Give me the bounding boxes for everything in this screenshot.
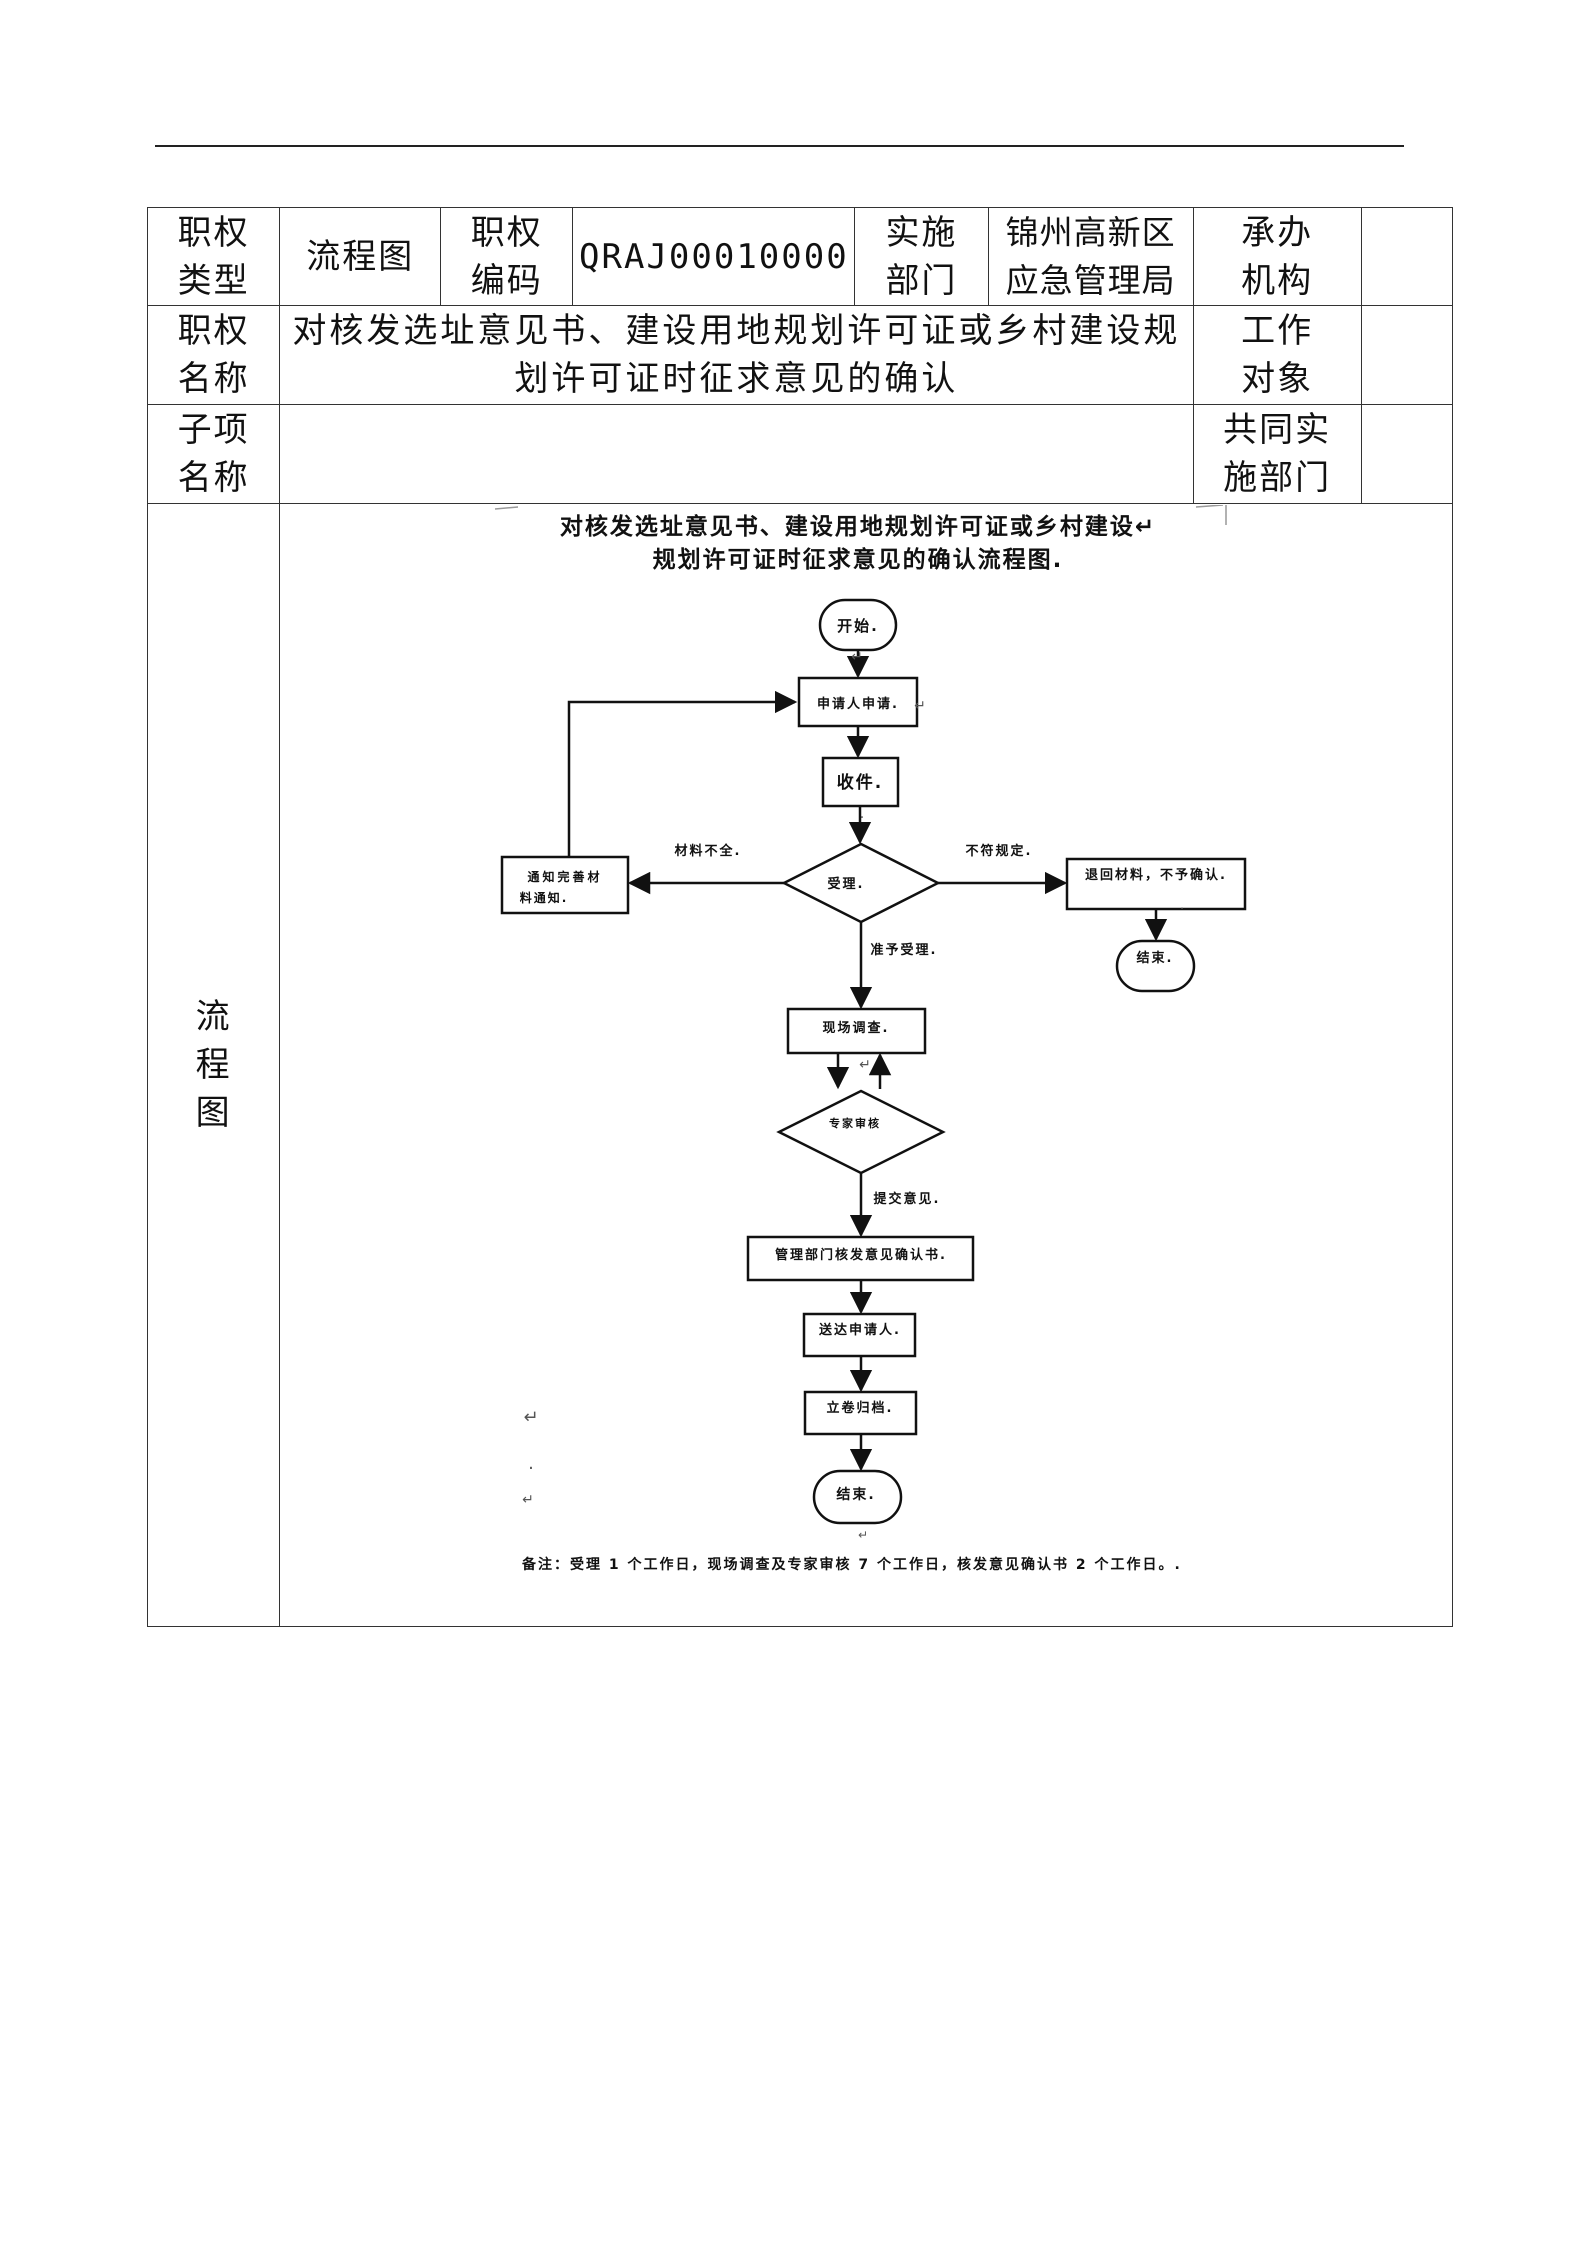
- authority-info-table: 职权类型 流程图 职权编码 QRAJ00010000 实施部门 锦州高新区应急管…: [146, 207, 1454, 1627]
- survey-label: 现场调查.: [823, 1020, 890, 1036]
- flowchart-title-line2: 规划许可证时征求意见的确认流程图.: [653, 546, 1064, 573]
- target-value: [1360, 305, 1454, 405]
- deliver-label: 送达申请人.: [818, 1322, 901, 1338]
- stray-mark: ↵: [858, 1528, 870, 1542]
- deliver-applicant-node: [802, 1312, 917, 1357]
- stray-mark: ↵: [851, 649, 865, 665]
- title-corner-left: [495, 505, 519, 510]
- edge-label-noncompliant: 不符规定.: [966, 843, 1033, 859]
- stray-mark: ↵: [524, 1407, 541, 1428]
- receive-label: 收件.: [837, 772, 883, 793]
- stray-mark: ↵: [914, 698, 928, 714]
- stray-mark: .: [528, 1453, 536, 1474]
- return-material-node: [1065, 857, 1247, 910]
- name-label: 职权名称: [146, 305, 281, 405]
- stray-mark: ↵: [522, 1492, 536, 1508]
- type-label: 职权类型: [146, 207, 281, 306]
- notify-label-2: 料通知.: [520, 890, 569, 905]
- dept-value: 锦州高新区应急管理局: [987, 207, 1194, 306]
- table-row: 职权类型 流程图 职权编码 QRAJ00010000 实施部门 锦州高新区应急管…: [146, 207, 1454, 306]
- header-rule: [155, 145, 1404, 147]
- archive-label: 立卷归档.: [827, 1400, 894, 1416]
- edge-label-incomplete: 材料不全.: [675, 843, 742, 859]
- return-label: 退回材料，不予确认.: [1085, 867, 1227, 883]
- flowchart-note: 备注：受理 1 个工作日，现场调查及专家审核 7 个工作日，核发意见确认书 2 …: [521, 1556, 1182, 1573]
- edge-label-submit: 提交意见.: [874, 1191, 941, 1207]
- notify-supplement-node: [500, 855, 630, 914]
- notify-label-1: 通知完善材: [528, 869, 603, 884]
- flowchart-title-line1: 对核发选址意见书、建设用地规划许可证或乡村建设↵: [560, 513, 1156, 540]
- org-label: 承办机构: [1192, 207, 1362, 306]
- type-value: 流程图: [279, 207, 442, 306]
- table-row: 流程图: [146, 503, 1453, 1627]
- name-value: 对核发选址意见书、建设用地规划许可证或乡村建设规划许可证时征求意见的确认: [279, 305, 1194, 405]
- title-corner-right: [1196, 504, 1224, 508]
- co-label: 共同实施部门: [1192, 404, 1362, 504]
- flowchart-cell: 对核发选址意见书、建设用地规划许可证或乡村建设↵ 规划许可证时征求意见的确认流程…: [279, 503, 1453, 1627]
- site-survey-node: [786, 1007, 927, 1054]
- edge-label-accepted: 准予受理.: [871, 942, 938, 958]
- code-label: 职权编码: [440, 207, 574, 306]
- dept-label: 实施部门: [854, 207, 989, 306]
- sub-label: 子项名称: [146, 404, 281, 504]
- expert-review-node: [776, 1089, 947, 1174]
- expert-label: 专家审核: [829, 1116, 881, 1130]
- start-label: 开始.: [837, 617, 879, 635]
- sub-value: [279, 404, 1194, 504]
- stray-mark: .: [1180, 898, 1186, 912]
- end-label: 结束.: [837, 1486, 876, 1503]
- target-label: 工作对象: [1192, 305, 1362, 405]
- end-reject-node: [1115, 939, 1196, 992]
- apply-label: 申请人申请.: [817, 696, 899, 712]
- accept-label: 受理.: [828, 876, 865, 892]
- flowchart-diagram: 对核发选址意见书、建设用地规划许可证或乡村建设↵ 规划许可证时征求意见的确认流程…: [495, 504, 1247, 1573]
- code-value: QRAJ00010000: [572, 207, 856, 306]
- end-reject-label: 结束.: [1137, 950, 1174, 966]
- table-row: 职权名称 对核发选址意见书、建设用地规划许可证或乡村建设规划许可证时征求意见的确…: [146, 305, 1454, 405]
- edge-notify-apply: [567, 690, 798, 857]
- org-value: [1360, 207, 1454, 306]
- table-row: 子项名称 共同实施部门: [146, 404, 1454, 504]
- stray-mark: .: [860, 806, 866, 822]
- end-node: [812, 1469, 903, 1524]
- issue-label: 管理部门核发意见确认书.: [775, 1247, 947, 1263]
- co-value: [1360, 404, 1454, 504]
- stray-mark: ↵: [859, 1057, 873, 1073]
- flow-label: 流程图: [146, 503, 281, 1627]
